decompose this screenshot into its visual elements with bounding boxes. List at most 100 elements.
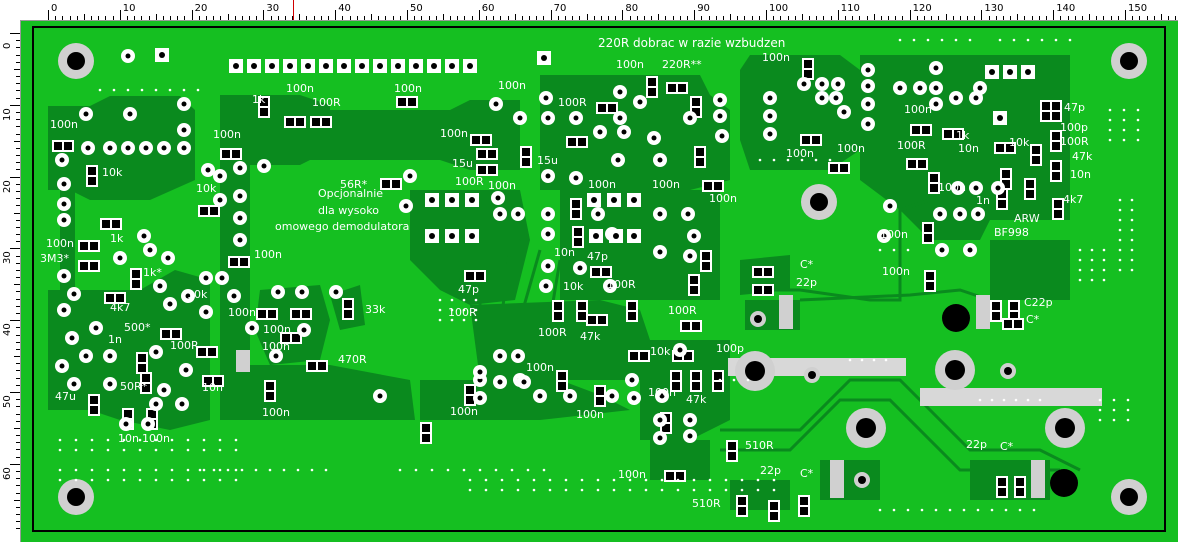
header-hole [593, 233, 599, 239]
tht-hole [597, 129, 603, 135]
via [186, 448, 190, 452]
smd-pad [478, 166, 486, 174]
ruler-tick-minor [687, 16, 689, 20]
smd-pad [572, 200, 580, 208]
smd-pad [142, 384, 150, 392]
via [814, 158, 818, 162]
label-100n-w: 100n [618, 468, 646, 481]
via [990, 508, 994, 512]
ruler-tick-major [48, 10, 49, 20]
tht-hole [629, 377, 635, 383]
ruler-tick-minor [751, 16, 753, 20]
label-100n-f: 100n [394, 82, 422, 95]
ruler-tick-major [837, 10, 839, 20]
ruler-tick-minor [493, 16, 495, 20]
via [500, 478, 504, 482]
pcb-canvas[interactable]: 220R dobrac w razie wzbudzen Opcjonalnie… [21, 21, 1178, 542]
via [234, 478, 238, 482]
smd-pad [578, 312, 586, 320]
ruler-tick-minor [16, 334, 20, 336]
ruler-tick-minor [134, 16, 136, 20]
tht-hole [477, 395, 483, 401]
smd-pad [714, 372, 722, 380]
header-hole [377, 63, 383, 69]
tht-hole [61, 217, 67, 223]
ruler-tick-minor [148, 16, 150, 20]
smd-pad [662, 424, 670, 432]
tht-hole [595, 211, 601, 217]
pcb-layout: 220R dobrac w razie wzbudzen Opcjonalnie… [21, 21, 1178, 542]
ruler-tick-minor [16, 126, 20, 128]
tht-hole [107, 353, 113, 359]
via [462, 298, 466, 302]
header-hole [159, 52, 165, 58]
tht-hole [165, 255, 171, 261]
tht-hole [515, 353, 521, 359]
smd-pad [800, 507, 808, 515]
via [1038, 398, 1042, 402]
via [226, 468, 230, 472]
ruler-tick-minor [16, 442, 20, 444]
ruler-tick-minor [945, 14, 947, 20]
via [154, 88, 158, 92]
via [1118, 268, 1122, 272]
ruler-tick-minor [564, 16, 566, 20]
ruler-tick-minor [888, 16, 890, 20]
header-hole [997, 115, 1003, 121]
smd-pad [90, 406, 98, 414]
ruler-tick-minor [866, 16, 868, 20]
via [1136, 118, 1140, 122]
ruler-label: 100 [769, 3, 789, 14]
header-hole [395, 63, 401, 69]
ruler-tick-minor [572, 16, 574, 20]
ruler-tick-minor [105, 16, 107, 20]
label-100n-j: 100n [262, 340, 290, 353]
ruler-tick-minor [16, 262, 20, 264]
ruler-tick-minor [952, 16, 954, 20]
ruler-tick-minor [442, 14, 444, 20]
ruler-label: 80 [625, 3, 639, 14]
ruler-tick-minor [213, 16, 215, 20]
via [198, 468, 202, 472]
via [74, 438, 78, 442]
ruler-tick-minor [722, 16, 724, 20]
label-1n-b: 1n [976, 194, 990, 207]
ruler-tick-minor [16, 420, 20, 422]
ruler-tick-minor [234, 16, 236, 20]
label-c22p-b: 22p [966, 438, 987, 451]
tht-hole [691, 233, 697, 239]
tht-hole [59, 157, 65, 163]
tht-hole [717, 113, 723, 119]
via [494, 468, 498, 472]
via [90, 468, 94, 472]
tht-hole [573, 175, 579, 181]
smd-pad [1032, 146, 1040, 154]
via [800, 158, 804, 162]
ruler-tick-major [478, 10, 480, 20]
ruler-tick-minor [1089, 14, 1091, 20]
header-hole [305, 63, 311, 69]
ruler-tick-minor [16, 277, 20, 279]
ruler-tick-minor [708, 16, 710, 20]
tht-hole [249, 325, 255, 331]
header-hole [1007, 69, 1013, 75]
tht-hole [61, 273, 67, 279]
via [154, 478, 158, 482]
label-100r-d: 100R [558, 96, 587, 109]
ruler-tick-major [263, 10, 265, 20]
label-arw: ARW [1014, 212, 1040, 225]
tht-hole [973, 95, 979, 101]
smd-pad [558, 382, 566, 390]
smd-pad [692, 98, 700, 106]
label-15u-b: 15u [537, 154, 558, 167]
smd-pad [690, 276, 698, 284]
ruler-tick-minor [615, 16, 617, 20]
tht-hole [521, 379, 527, 385]
ruler-tick-minor [830, 16, 832, 20]
via [1018, 508, 1022, 512]
smd-pad [684, 352, 692, 360]
via [268, 468, 272, 472]
via [692, 478, 696, 482]
